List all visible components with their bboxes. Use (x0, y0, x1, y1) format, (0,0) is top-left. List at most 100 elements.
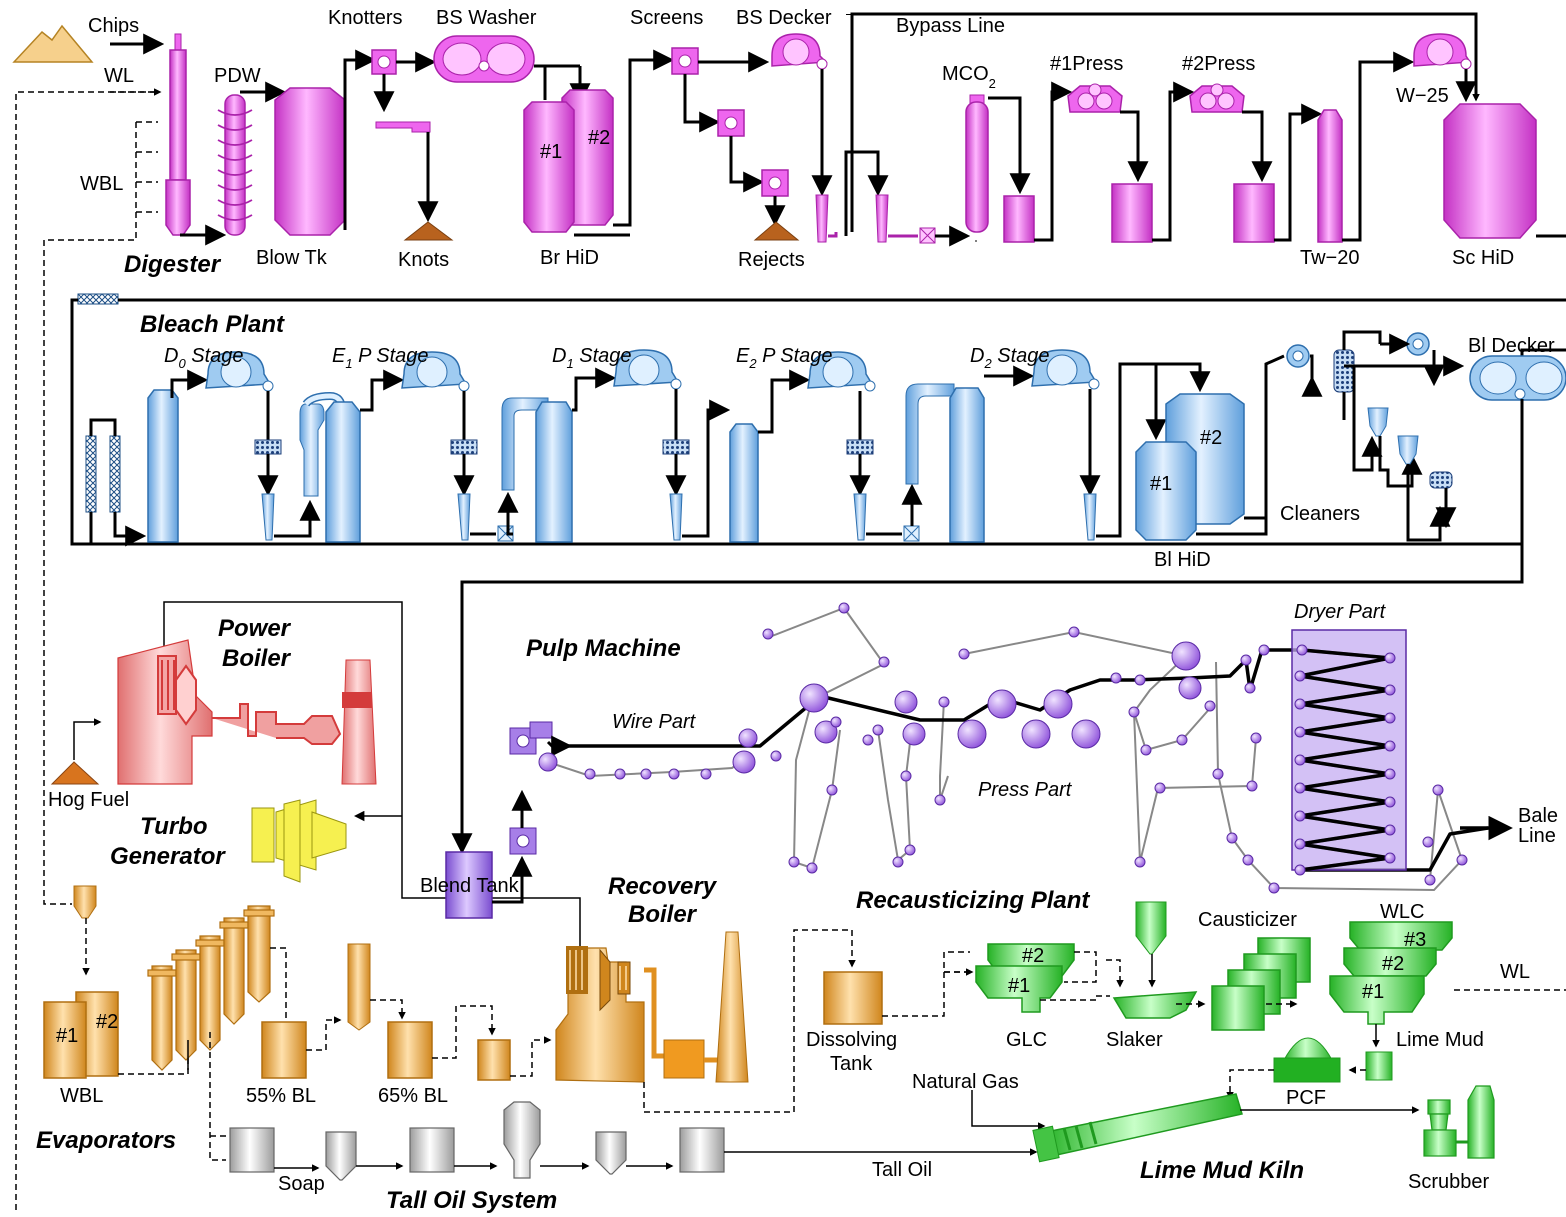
label-glc: GLC (1006, 1029, 1047, 1051)
label-wbl-digester: WBL (80, 173, 123, 195)
pulp-machine-section (445, 602, 1513, 919)
tw-20-tower (1317, 109, 1343, 243)
wbl-tank-1 (43, 1001, 87, 1079)
digester-vessel (165, 33, 191, 236)
d2-sub: 2 (983, 356, 992, 371)
d1-a: D (552, 345, 566, 367)
wlc-clarifiers (1329, 921, 1453, 1025)
concentrator (347, 943, 371, 1031)
label-lime-mud: Lime Mud (1396, 1029, 1484, 1051)
e1-washer (401, 351, 470, 392)
e1-sub: 1 (345, 356, 352, 371)
label-blend-tank: Blend Tank (420, 875, 520, 897)
label-glc-1: #1 (1008, 975, 1030, 997)
bleach-plant-section (70, 293, 1566, 855)
lime-silo (1135, 901, 1167, 955)
label-wbl-evap: WBL (60, 1085, 103, 1107)
label-pcf: PCF (1286, 1087, 1326, 1109)
label-natural-gas: Natural Gas (912, 1071, 1019, 1093)
recovery-stack (715, 931, 749, 1083)
label-cleaners: Cleaners (1280, 503, 1360, 525)
label-bs-washer: BS Washer (436, 7, 537, 29)
label-turbo-1: Turbo (140, 813, 208, 840)
sc-hid-tank (1443, 103, 1537, 239)
cleaner-pump-1 (1286, 344, 1310, 368)
label-dissolving-2: Tank (830, 1053, 873, 1075)
label-bl-decker: Bl Decker (1468, 335, 1555, 357)
d1-sub: 1 (566, 356, 573, 371)
label-power-boiler-1: Power (218, 615, 292, 642)
label-evaporators: Evaporators (36, 1127, 176, 1154)
label-hid-1: #1 (540, 141, 562, 163)
label-wlc-1: #1 (1362, 981, 1384, 1003)
causticizer-tanks (1211, 937, 1311, 1031)
cleaner-screen-1 (1333, 349, 1355, 393)
label-pulp-machine: Pulp Machine (526, 635, 681, 662)
e1-b: P Stage (353, 345, 429, 367)
bl-65-tank (387, 1021, 433, 1079)
recovery-boiler (555, 931, 749, 1083)
press-1-tank (1111, 183, 1153, 243)
label-knotters: Knotters (328, 7, 402, 29)
label-br-hid: Br HiD (540, 247, 599, 269)
d1-b: Stage (574, 345, 632, 367)
label-mco2-main: MCO (942, 63, 989, 85)
label-dryer-part: Dryer Part (1294, 601, 1387, 623)
d0-sub: 0 (178, 356, 186, 371)
label-tall-oil: Tall Oil (872, 1159, 932, 1181)
mco2-tank (1003, 195, 1035, 243)
label-bale-1: Bale (1518, 805, 1558, 827)
pdw-washer (217, 94, 253, 236)
label-wlc: WLC (1380, 901, 1424, 923)
label-w-25: W−25 (1396, 85, 1449, 107)
label-e2-stage: E2 P Stage (736, 345, 833, 371)
label-recaust: Recausticizing Plant (856, 887, 1090, 914)
label-hid-2: #2 (588, 127, 610, 149)
evap-feed-cone (73, 885, 97, 919)
label-bypass-line: Bypass Line (896, 15, 1005, 37)
e2-washer (807, 351, 876, 392)
label-hog-fuel: Hog Fuel (48, 789, 129, 811)
recaust-section (823, 901, 1566, 1163)
label-wl-out: WL (1500, 961, 1530, 983)
dissolving-tank (823, 971, 883, 1025)
label-mco2-sub: 2 (989, 76, 996, 91)
d0-b: Stage (186, 345, 244, 367)
d2-washer (1031, 349, 1100, 390)
label-tw-20: Tw−20 (1300, 247, 1359, 269)
turbo-generator (251, 799, 347, 883)
lime-mud-tank (1365, 1051, 1393, 1081)
label-tall-oil-system: Tall Oil System (386, 1187, 557, 1214)
label-scrubber: Scrubber (1408, 1171, 1489, 1193)
cleaner-cone-2 (1397, 435, 1419, 465)
label-digester: Digester (124, 251, 222, 278)
label-glc-2: #2 (1022, 945, 1044, 967)
slaker (1112, 991, 1198, 1019)
label-d1-stage: D1 Stage (552, 345, 632, 371)
label-wbl-tank-2: #2 (96, 1011, 118, 1033)
labels: Chips WL PDW WBL Digester Blow Tk Knotte… (36, 7, 1558, 1214)
bl-decker (1469, 355, 1566, 401)
label-wlc-3: #3 (1404, 929, 1426, 951)
lime-mud-kiln (1032, 1093, 1243, 1163)
label-bl-hid-1: #1 (1150, 473, 1172, 495)
label-soap: Soap (278, 1173, 325, 1195)
label-sc-hid: Sc HiD (1452, 247, 1514, 269)
knots-pile-icon (403, 221, 454, 241)
label-bl65: 65% BL (378, 1085, 448, 1107)
press-2 (1189, 83, 1245, 113)
label-d0-stage: D0 Stage (164, 345, 244, 371)
bs-decker (771, 33, 828, 70)
e2-a: E (736, 345, 750, 367)
pulping-section (12, 12, 1566, 247)
label-wl-in: WL (104, 65, 134, 87)
label-recovery-1: Recovery (608, 873, 718, 900)
d0-washer (205, 351, 274, 392)
power-section (50, 601, 581, 960)
label-dissolving-1: Dissolving (806, 1029, 897, 1051)
label-wbl-tank-1: #1 (56, 1025, 78, 1047)
label-knots: Knots (398, 249, 449, 271)
hog-fuel-pile-icon (50, 761, 100, 785)
press-1 (1067, 83, 1123, 113)
d2-b: Stage (992, 345, 1050, 367)
